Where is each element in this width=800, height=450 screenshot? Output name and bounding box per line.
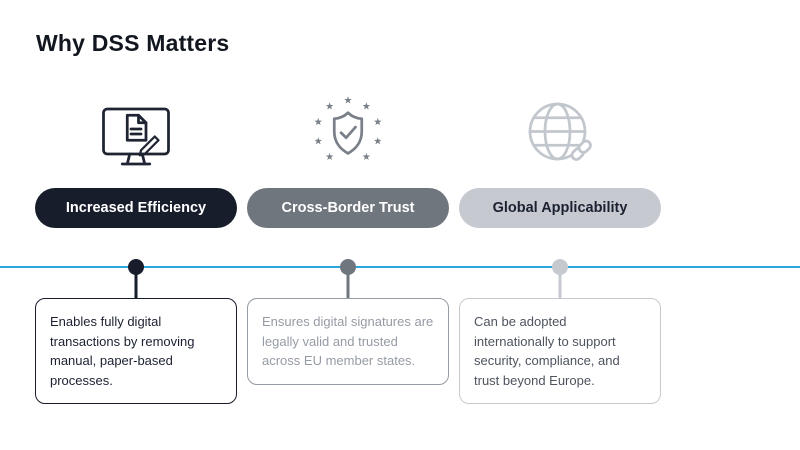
description-card: Enables fully digital transactions by re… (35, 298, 237, 404)
timeline-connector (558, 267, 562, 298)
page-title: Why DSS Matters (36, 30, 230, 56)
description-card: Can be adopted internationally to suppor… (459, 298, 661, 404)
column-cross-border-trust: Cross-Border Trust Ensures digital signa… (247, 0, 449, 450)
column-increased-efficiency: Increased Efficiency Enables fully digit… (35, 0, 237, 450)
description-card: Ensures digital signatures are legally v… (247, 298, 449, 385)
timeline-connector (134, 267, 138, 298)
shield-stars-icon (308, 94, 388, 174)
timeline-dot (552, 259, 568, 275)
pill-cross-border-trust: Cross-Border Trust (247, 188, 449, 228)
pill-global-applicability: Global Applicability (459, 188, 661, 228)
timeline-dot (340, 259, 356, 275)
timeline-line (0, 266, 800, 268)
timeline-dot (128, 259, 144, 275)
monitor-document-icon (96, 94, 176, 174)
globe-link-icon (520, 94, 600, 174)
column-global-applicability: Global Applicability Can be adopted inte… (459, 0, 661, 450)
pill-increased-efficiency: Increased Efficiency (35, 188, 237, 228)
timeline-connector (346, 267, 350, 298)
